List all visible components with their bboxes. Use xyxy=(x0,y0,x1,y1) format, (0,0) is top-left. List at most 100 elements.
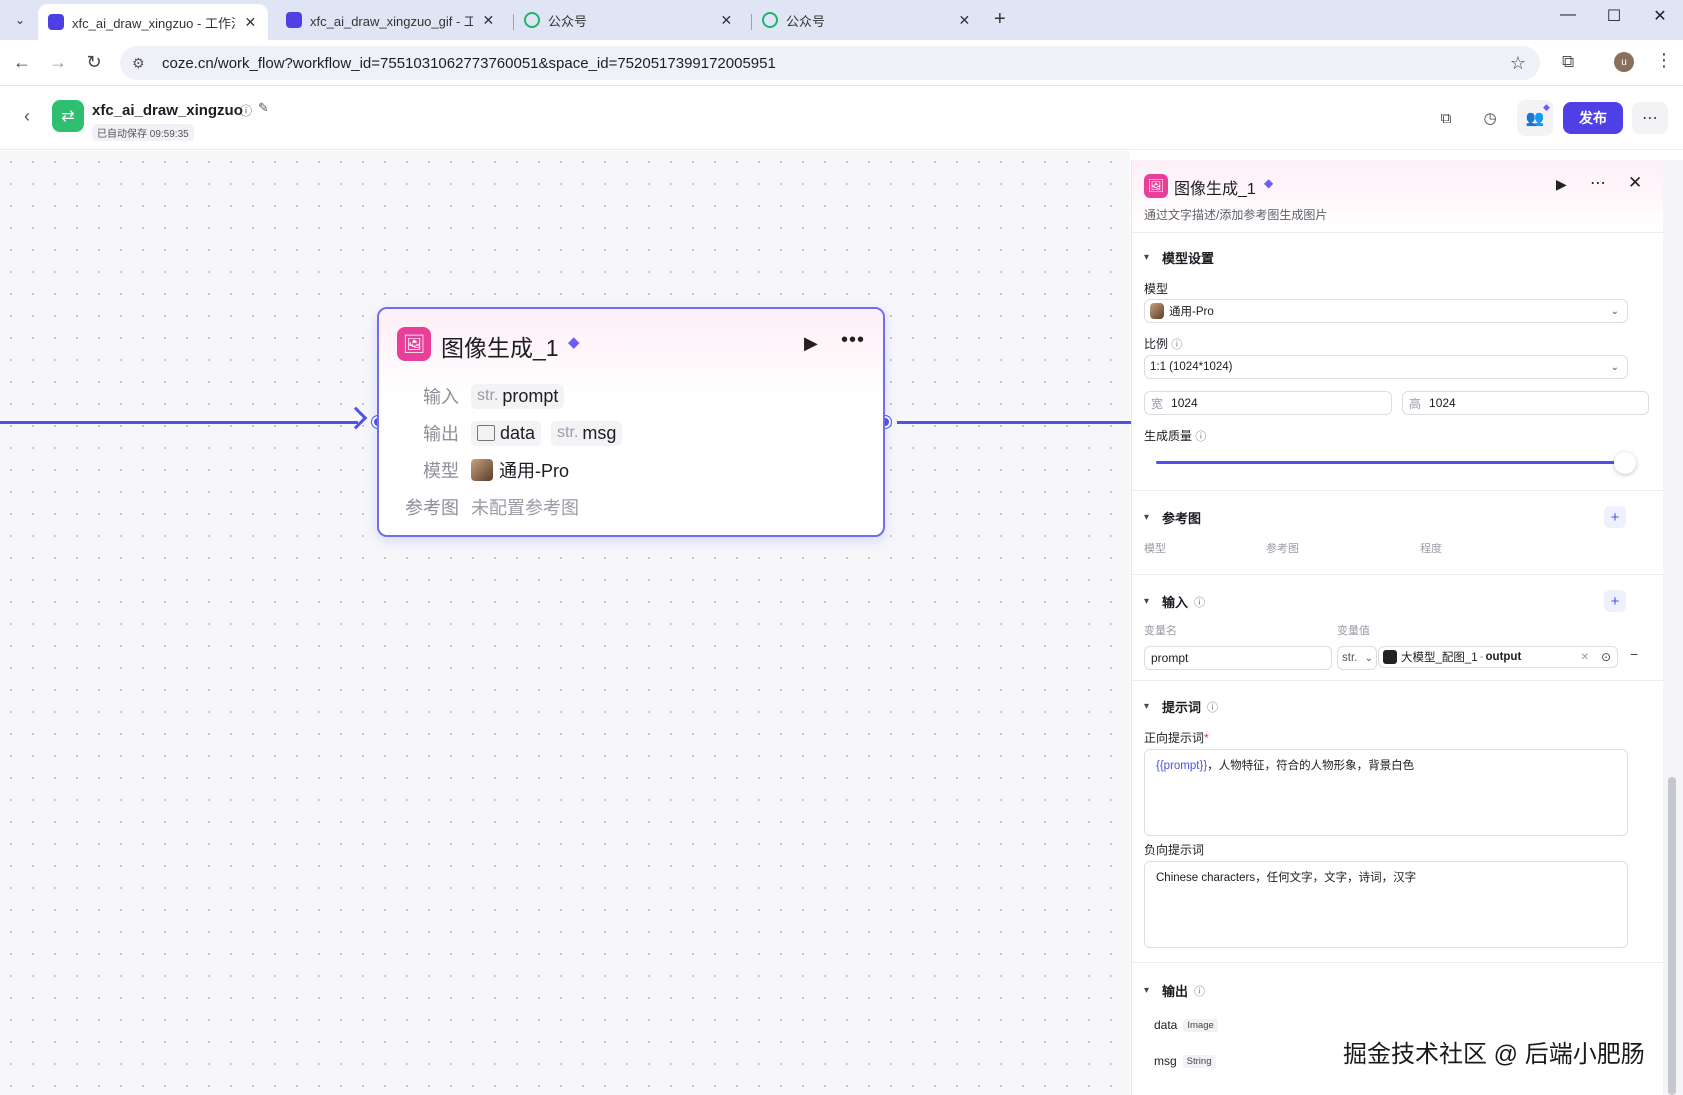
panel-more-icon[interactable]: ⋯ xyxy=(1590,175,1606,192)
chevron-left-icon[interactable]: ‹ xyxy=(24,106,30,126)
tab-title: 公众号 xyxy=(786,13,826,29)
clear-ref-icon[interactable]: ✕ xyxy=(1580,651,1589,663)
ratio-select[interactable]: 1:1 (1024*1024) ⌄ xyxy=(1144,355,1628,379)
info-icon[interactable]: ⓘ xyxy=(240,104,253,118)
browser-tab-1[interactable]: xfc_ai_draw_xingzuo - 工作流 ✕ xyxy=(38,4,268,40)
output-name: data xyxy=(1154,1018,1178,1032)
info-icon[interactable]: ⓘ xyxy=(1207,701,1219,714)
variable-picker-icon[interactable]: ⊙ xyxy=(1600,650,1611,664)
maximize-icon[interactable]: ☐ xyxy=(1606,8,1622,25)
browser-tab-2[interactable]: xfc_ai_draw_xingzuo_gif - 工 ✕ xyxy=(276,4,506,36)
remove-input-icon[interactable]: − xyxy=(1630,646,1639,662)
wechat-icon xyxy=(762,12,778,28)
add-ref-button[interactable]: + xyxy=(1604,506,1626,528)
tab-separator xyxy=(751,14,752,30)
chevron-down-icon: ▾ xyxy=(1144,985,1150,996)
ratio-value: 1:1 (1024*1024) xyxy=(1150,361,1233,373)
node-title: 图像生成_1 xyxy=(441,335,559,361)
model-select[interactable]: 通用-Pro ⌄ xyxy=(1144,299,1628,323)
ref-label: 参考图 xyxy=(405,498,459,518)
tab-title: 公众号 xyxy=(548,13,588,29)
back-arrow-icon[interactable]: ← xyxy=(13,52,31,72)
input-var-name-field[interactable]: prompt xyxy=(1144,646,1332,670)
publish-button[interactable]: 发布 xyxy=(1563,102,1623,134)
history-clock-icon[interactable]: ◷ xyxy=(1483,110,1497,127)
ref-node-name: 大模型_配图_1 xyxy=(1401,652,1478,664)
copy-icon[interactable]: ⧉ xyxy=(1440,109,1452,127)
panel-scrollbar[interactable] xyxy=(1663,160,1683,1095)
section-title: 参考图 xyxy=(1162,511,1202,526)
site-settings-icon[interactable]: ⚙ xyxy=(132,54,145,71)
autosave-status: 已自动保存 09:59:35 xyxy=(92,124,194,141)
url-bar[interactable]: ⚙ coze.cn/work_flow?workflow_id=75510310… xyxy=(120,46,1540,80)
model-settings-section[interactable]: ▾模型设置 xyxy=(1144,248,1214,267)
outgoing-edge[interactable] xyxy=(897,421,1131,424)
browser-tab-3[interactable]: 公众号 ✕ xyxy=(514,4,744,36)
image-generation-icon: 🖼 xyxy=(1144,174,1168,198)
var-name-header: 变量名 xyxy=(1144,625,1177,637)
type-tag: str. xyxy=(477,387,499,404)
section-title: 模型设置 xyxy=(1162,251,1215,266)
info-icon[interactable]: ⓘ xyxy=(1194,985,1206,998)
browser-tab-bar: ⌄ xfc_ai_draw_xingzuo - 工作流 ✕ xfc_ai_dra… xyxy=(0,0,1683,40)
quality-slider-track[interactable] xyxy=(1156,461,1626,464)
ref-value: 未配置参考图 xyxy=(471,498,579,518)
new-tab-icon[interactable]: + xyxy=(994,8,1006,30)
url-text[interactable]: coze.cn/work_flow?workflow_id=7551031062… xyxy=(162,54,776,72)
browser-tab-4[interactable]: 公众号 ✕ xyxy=(752,4,982,36)
edit-icon[interactable]: ✎ xyxy=(258,100,269,115)
model-label: 模型 xyxy=(1144,282,1169,296)
forward-arrow-icon[interactable]: → xyxy=(49,52,67,72)
input-var-type-select[interactable]: str.⌄ xyxy=(1337,646,1377,670)
workflow-canvas[interactable] xyxy=(0,151,1130,1095)
positive-prompt-label: 正向提示词* xyxy=(1144,731,1209,745)
reload-icon[interactable]: ↻ xyxy=(86,52,102,72)
minimize-icon[interactable]: — xyxy=(1560,6,1576,23)
run-play-icon[interactable]: ▶ xyxy=(804,333,818,353)
panel-header-bg xyxy=(1132,160,1664,230)
run-play-icon[interactable]: ▶ xyxy=(1556,176,1567,192)
browser-menu-icon[interactable]: ⋮ xyxy=(1655,50,1673,70)
incoming-edge[interactable] xyxy=(0,421,358,424)
profile-avatar[interactable]: u xyxy=(1614,52,1634,72)
close-tab-icon[interactable]: ✕ xyxy=(720,11,733,28)
bookmark-star-icon[interactable]: ☆ xyxy=(1509,52,1526,73)
add-input-button[interactable]: + xyxy=(1604,590,1626,612)
close-icon[interactable]: ✕ xyxy=(1628,173,1643,192)
scrollbar-thumb[interactable] xyxy=(1668,777,1676,1095)
tab-search-chevron-icon[interactable]: ⌄ xyxy=(14,13,26,27)
positive-text: ，人物特征，符合的人物形象，背景白色 xyxy=(1207,760,1415,772)
info-icon[interactable]: ⓘ xyxy=(1171,339,1183,351)
coze-icon xyxy=(286,12,302,28)
close-tab-icon[interactable]: ✕ xyxy=(482,11,495,28)
node-ref-row: 参考图 未配置参考图 xyxy=(397,493,579,521)
info-icon[interactable]: ⓘ xyxy=(1194,596,1206,609)
input-var-ref-chip[interactable]: 大模型_配图_1-output ✕ ⊙ xyxy=(1378,646,1618,668)
ref-col-degree: 程度 xyxy=(1420,543,1442,555)
positive-prompt-textarea[interactable]: {{prompt}}，人物特征，符合的人物形象，背景白色 xyxy=(1144,749,1628,836)
more-options-icon[interactable]: ⋯ xyxy=(1632,102,1668,134)
section-title: 提示词 xyxy=(1162,700,1202,715)
node-more-icon[interactable]: ••• xyxy=(841,329,866,351)
node-model-row: 模型 通用-Pro xyxy=(397,456,569,484)
image-generation-node[interactable]: 🖼 图像生成_1 ◆ ▶ ••• 输入 str.prompt 输出 data s… xyxy=(377,307,885,537)
chevron-down-icon: ▾ xyxy=(1144,512,1150,523)
quality-slider-handle[interactable] xyxy=(1614,452,1636,474)
close-tab-icon[interactable]: ✕ xyxy=(958,11,971,28)
extensions-puzzle-icon[interactable]: ⧉ xyxy=(1562,52,1575,71)
collaborators-icon[interactable]: 👥 xyxy=(1517,100,1553,136)
close-tab-icon[interactable]: ✕ xyxy=(244,13,257,30)
negative-prompt-textarea[interactable]: Chinese characters，任何文字，文字，诗词，汉字 xyxy=(1144,861,1628,948)
ref-col-image: 参考图 xyxy=(1266,543,1299,555)
ref-image-section[interactable]: ▾ 参考图 xyxy=(1144,508,1201,527)
output-chip-data: data xyxy=(471,420,542,446)
info-icon[interactable]: ⓘ xyxy=(1195,431,1207,443)
close-window-icon[interactable]: ✕ xyxy=(1653,8,1667,25)
